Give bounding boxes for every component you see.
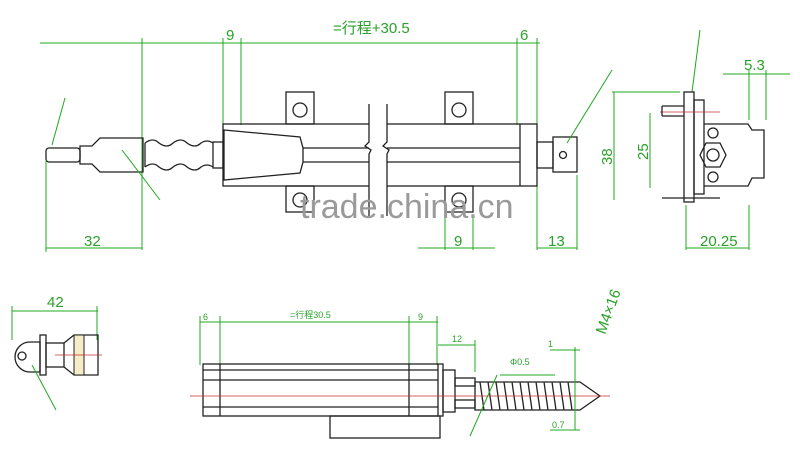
dim-stroke-length-bottom: =行程30.5 (290, 309, 331, 320)
dim-end-block: 13 (548, 233, 565, 250)
dim-depth: 20.25 (700, 233, 738, 250)
side-view: 38 25 5.3 20.25 M4×16 (593, 29, 790, 336)
dim-tip-offset: 0.7 (552, 420, 565, 430)
dim-stroke-length: =行程+30.5 (333, 20, 410, 37)
dim-left-gap: 9 (226, 27, 234, 44)
dim-right: 9 (418, 312, 423, 322)
dim-right-gap: 6 (520, 27, 528, 44)
dim-screw: 12 (452, 334, 462, 344)
dim-height: 38 (599, 148, 616, 165)
dim-diameter: Φ0.5 (510, 357, 530, 367)
bottom-left-view: 42 (11, 294, 102, 411)
dim-offset: 5.3 (744, 57, 765, 74)
dim-left: 6 (203, 312, 208, 322)
top-view: 9 =行程+30.5 6 32 9 13 (40, 20, 613, 252)
dim-inner: 25 (635, 143, 652, 160)
dim-tip: 1 (548, 339, 553, 349)
dim-length: 42 (47, 294, 64, 311)
dim-mount-width: 9 (454, 233, 462, 250)
bottom-view: 6 =行程30.5 9 12 Φ0.5 1 0.7 (190, 309, 610, 439)
watermark: trade.china.cn (300, 188, 514, 226)
dim-rod-end: 32 (84, 233, 101, 250)
thread-label: M4×16 (593, 287, 625, 336)
